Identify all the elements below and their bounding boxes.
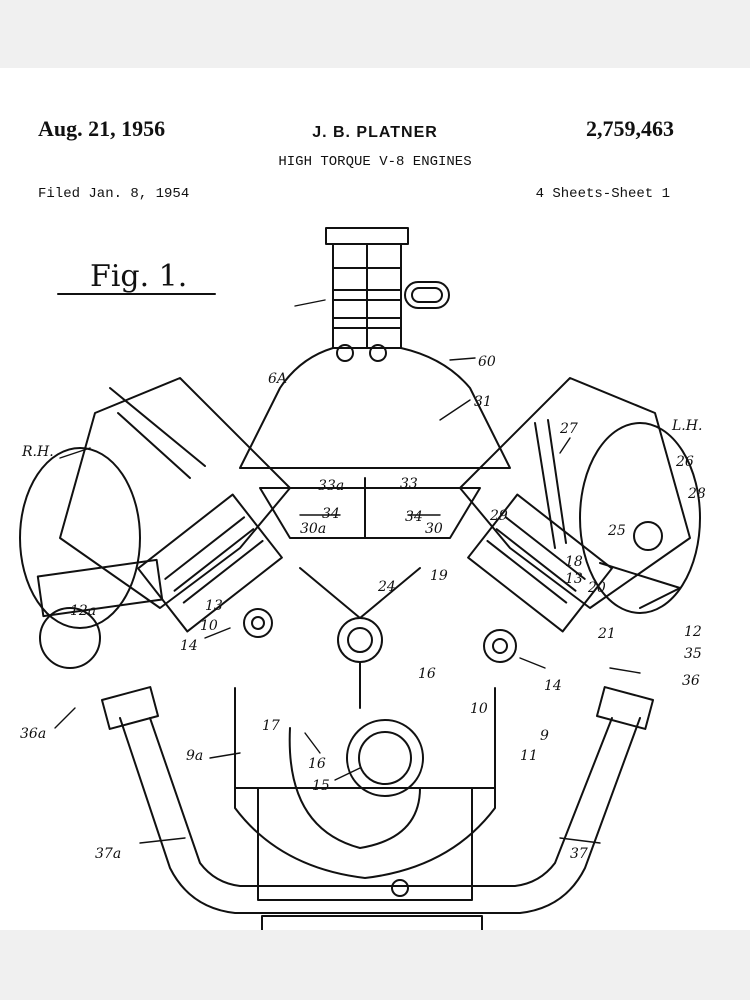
callout-25: 25 xyxy=(607,523,626,539)
callout-leaders xyxy=(54,299,641,844)
callout-9a: 9a xyxy=(186,748,203,764)
callout-37: 37 xyxy=(570,846,588,862)
inventor-name: J. B. PLATNER xyxy=(312,124,438,141)
callout-31: 31 xyxy=(474,394,492,410)
callout-12-right: 12 xyxy=(684,624,702,640)
callout-lh: L.H. xyxy=(671,418,702,434)
callout-13-right: 13 xyxy=(565,571,583,587)
callout-18: 18 xyxy=(565,554,583,570)
callout-29: 29 xyxy=(489,508,508,524)
callout-36: 36 xyxy=(682,673,700,689)
rh-cylinder-bank xyxy=(19,377,291,669)
callout-26: 26 xyxy=(675,454,694,470)
callout-37a: 37a xyxy=(95,846,121,862)
intake-manifold xyxy=(239,344,511,469)
carburetor-stack xyxy=(325,227,450,349)
callout-30: 30 xyxy=(425,521,443,537)
callout-labels: 60 6A 31 R.H. L.H. 27 26 28 33a 33 34 34… xyxy=(20,354,706,862)
callout-28: 28 xyxy=(687,486,706,502)
callout-30a: 30a xyxy=(300,521,326,537)
callout-36a: 36a xyxy=(20,726,46,742)
callout-35: 35 xyxy=(684,646,702,662)
callout-12a: 12a xyxy=(70,603,96,619)
callout-17: 17 xyxy=(262,718,280,734)
callout-20: 20 xyxy=(587,580,606,596)
callout-19: 19 xyxy=(430,568,448,584)
callout-21: 21 xyxy=(597,626,616,642)
callout-16-right: 16 xyxy=(418,666,436,682)
exhaust-pipes xyxy=(100,686,655,930)
crankcase xyxy=(234,687,496,901)
filed-date: Filed Jan. 8, 1954 xyxy=(38,186,190,202)
callout-15: 15 xyxy=(312,778,330,794)
figure-label-text: Fig. 1. xyxy=(90,259,187,294)
callout-11: 11 xyxy=(520,748,538,764)
sheet-count: 4 Sheets-Sheet 1 xyxy=(535,186,670,202)
callout-33a: 33a xyxy=(318,478,344,494)
callout-rh: R.H. xyxy=(21,444,54,460)
callout-33: 33 xyxy=(400,476,418,492)
callout-34-left: 34 xyxy=(322,506,340,522)
callout-27: 27 xyxy=(559,421,578,437)
callout-14-left: 14 xyxy=(180,638,198,654)
valley-camshaft xyxy=(259,477,481,709)
callout-13-left: 13 xyxy=(205,598,223,614)
patent-sheet: Aug. 21, 1956 J. B. PLATNER 2,759,463 HI… xyxy=(0,68,750,930)
engine-cross-section-drawing: Fig. 1. xyxy=(19,227,706,930)
callout-9: 9 xyxy=(540,728,549,744)
callout-34-right: 34 xyxy=(405,509,423,525)
callout-10-left: 10 xyxy=(200,618,218,634)
patent-number: 2,759,463 xyxy=(586,116,674,141)
callout-16: 16 xyxy=(308,756,326,772)
patent-date: Aug. 21, 1956 xyxy=(38,116,166,141)
lh-cylinder-bank xyxy=(459,377,701,663)
patent-title: HIGH TORQUE V-8 ENGINES xyxy=(278,154,472,170)
callout-60: 60 xyxy=(478,354,496,370)
figure-label: Fig. 1. xyxy=(57,259,216,295)
callout-10-right: 10 xyxy=(470,701,488,717)
callout-6a: 6A xyxy=(268,371,287,387)
callout-14-right: 14 xyxy=(544,678,562,694)
callout-24: 24 xyxy=(377,579,396,595)
